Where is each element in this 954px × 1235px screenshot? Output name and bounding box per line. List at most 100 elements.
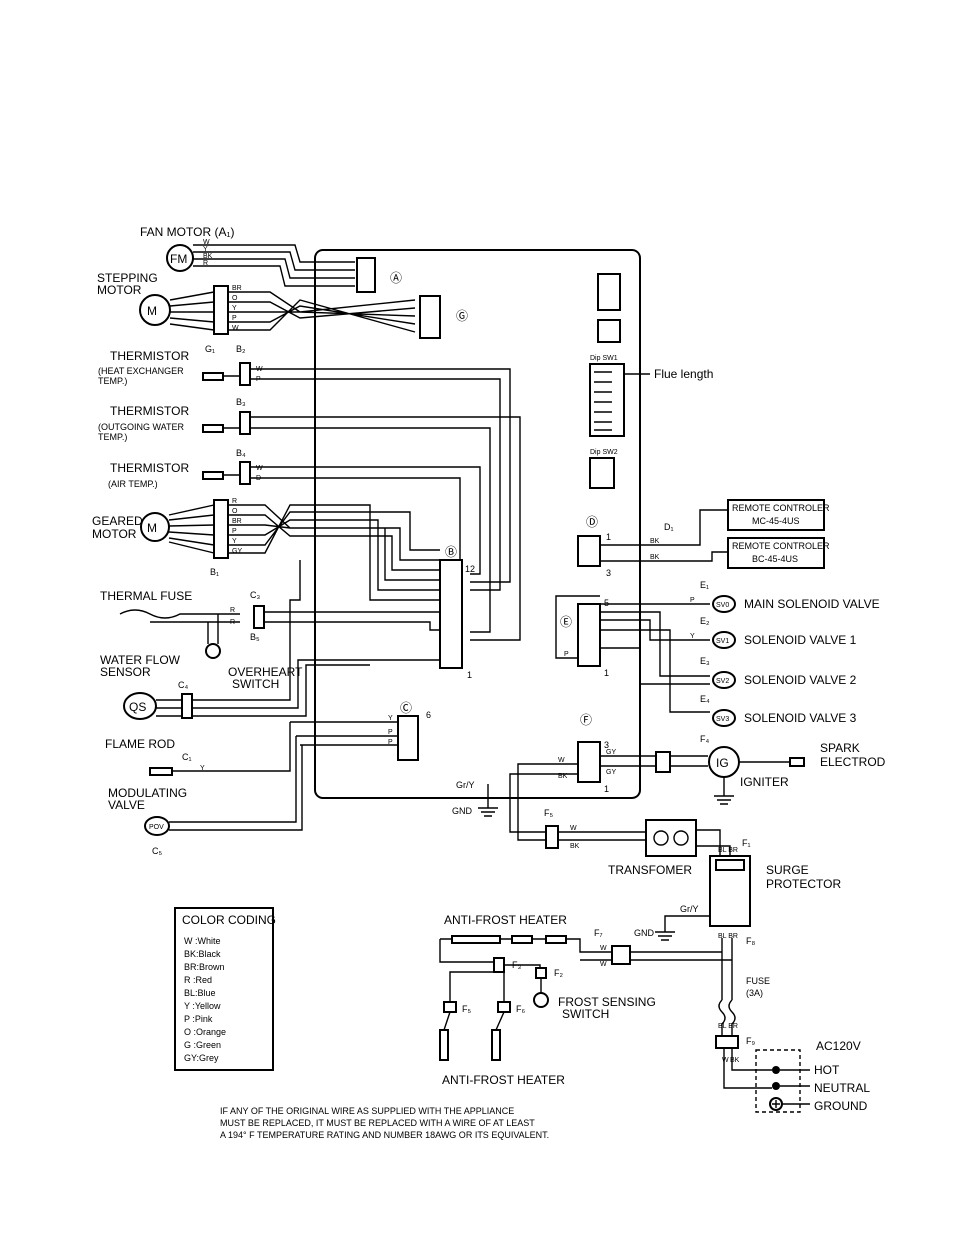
fan-wire-y: Y	[203, 246, 208, 253]
modulating-valve-conn-c5: C₅	[152, 846, 162, 856]
thermistor-1-sub-1: (HEAT EXCHANGER	[98, 366, 184, 376]
hot-terminal	[772, 1066, 780, 1074]
anti-frost-heater-left-element	[439, 1029, 449, 1061]
igniter-label: IGNITER	[740, 775, 789, 789]
thermistor-2-sensor	[202, 424, 224, 433]
connector-b-pin-1: 1	[467, 670, 472, 680]
pov-valve-symbol	[144, 816, 170, 836]
pov-label: POV	[149, 824, 164, 831]
heater-wires-top	[439, 938, 612, 963]
qs-label: QS	[129, 700, 146, 714]
dip-switch-2	[589, 457, 615, 489]
thermistor-3-sub: (AIR TEMP.)	[108, 479, 158, 489]
c-wire-y: Y	[388, 715, 393, 722]
modulating-valve-label-1: MODULATING	[108, 786, 187, 800]
heater-main-connector	[611, 945, 631, 965]
thermistor-2-conn-b3: B₃	[236, 397, 246, 407]
connector-d-label: Ⓓ	[586, 515, 598, 529]
board-component	[597, 319, 621, 343]
fuse-label-2: (3A)	[746, 988, 763, 998]
connector-c	[397, 715, 419, 761]
step-wire-p: P	[232, 315, 237, 322]
modulating-valve-wires	[169, 736, 303, 831]
frost-sensing-switch-label-2: SWITCH	[562, 1007, 609, 1021]
connector-e4: E₄	[700, 694, 710, 704]
connector-e	[577, 603, 601, 667]
stepping-connector-g1: G₁	[205, 344, 215, 354]
fan-wire-bk: BK	[203, 253, 213, 260]
geared-wire-r: R	[232, 498, 237, 505]
connector-c-wires	[290, 721, 398, 746]
stepping-motor-m: M	[147, 304, 157, 318]
transformer-connector	[545, 825, 559, 849]
color-code-item: O :Orange	[184, 1027, 226, 1037]
color-code-item: G :Green	[184, 1040, 221, 1050]
modulating-valve-label-2: VALVE	[108, 798, 145, 812]
color-code-item: BK:Black	[184, 949, 221, 959]
anti-frost-heater-right-element	[491, 1029, 501, 1061]
transformer-secondary-wires	[696, 829, 731, 855]
connector-f1: F₁	[742, 838, 751, 848]
overheat-switch-symbol	[205, 643, 221, 659]
thermal-fuse-connector	[253, 605, 265, 629]
thermal-fuse-label: THERMAL FUSE	[100, 589, 192, 603]
main-solenoid-label: MAIN SOLENOID VALVE	[744, 597, 880, 611]
igniter-connector	[655, 751, 671, 773]
heater-right-connector	[497, 1001, 511, 1013]
c-wire-p1: P	[388, 729, 393, 736]
gr-y-label-2: Gr/Y	[680, 904, 699, 914]
connector-f5-b: F₅	[462, 1004, 471, 1014]
sv0-symbol	[712, 595, 736, 613]
geared-motor-symbol	[140, 512, 170, 542]
geared-motor-connector	[213, 499, 229, 559]
power-connector	[715, 1035, 739, 1049]
therm3-wire-w: W	[256, 465, 263, 472]
overheat-switch-wires	[207, 614, 219, 644]
overheat-switch-label-1: OVERHEART	[228, 665, 303, 679]
control-board-outline	[314, 249, 641, 799]
connector-e-label: Ⓔ	[560, 615, 572, 629]
geared-motor-m: M	[147, 521, 157, 535]
connector-e-pin-1: 1	[604, 668, 609, 678]
flame-rod-wire-y: Y	[200, 765, 205, 772]
frost-switch-wire-1	[504, 964, 541, 968]
anti-frost-heater-label-top: ANTI-FROST HEATER	[444, 913, 567, 927]
fan-wire-r: R	[203, 260, 208, 267]
thermistor-1-sub-2: TEMP.)	[98, 376, 127, 386]
dip-sw2-label: Dip SW2	[590, 449, 618, 456]
geared-motor-label-1: GEARED	[92, 514, 143, 528]
connector-b-label: Ⓑ	[445, 545, 457, 559]
water-flow-sensor-label-1: WATER FLOW	[100, 653, 181, 667]
t-wire-w: W	[570, 825, 577, 832]
color-code-item: P :Pink	[184, 1014, 213, 1024]
fan-motor-symbol	[166, 244, 194, 272]
thermistor-1-connector	[239, 362, 251, 386]
thermistor-1-conn-b2: B₂	[236, 344, 246, 354]
remote-2-label-2: BC-45-4US	[752, 554, 798, 564]
sv0-wire-p: P	[690, 597, 695, 604]
thermistor-3-sensor	[202, 471, 224, 480]
surge-wire-bl-br: BL BR	[718, 847, 738, 854]
geared-motor-label-2: MOTOR	[92, 527, 137, 541]
surge-protector-label-2: PROTECTOR	[766, 877, 841, 891]
connector-f6: F₆	[516, 1004, 525, 1014]
neutral-label: NEUTRAL	[814, 1081, 870, 1095]
connector-f	[577, 741, 601, 783]
igniter-wire-gy1: GY	[606, 749, 616, 756]
connector-f-pin-3: 3	[604, 740, 609, 750]
flame-rod-wire	[172, 722, 291, 772]
connector-f-pin-1: 1	[604, 784, 609, 794]
color-code-item: R :Red	[184, 975, 212, 985]
connector-f2: F₂	[554, 968, 563, 978]
thermal-fuse-conn-b5: B₅	[250, 632, 260, 642]
remote-1-label-2: MC-45-4US	[752, 516, 800, 526]
e-wire-p: P	[564, 651, 569, 658]
gnd-label-2: GND	[634, 928, 655, 938]
spark-electrode-label-2: ELECTROD	[820, 755, 886, 769]
tf-wire-r1: R	[230, 607, 235, 614]
c-wire-p2: P	[388, 739, 393, 746]
hm-wire-w2: W	[600, 961, 607, 968]
heater-element-1	[451, 935, 501, 944]
transformer-label: TRANSFOMER	[608, 863, 692, 877]
